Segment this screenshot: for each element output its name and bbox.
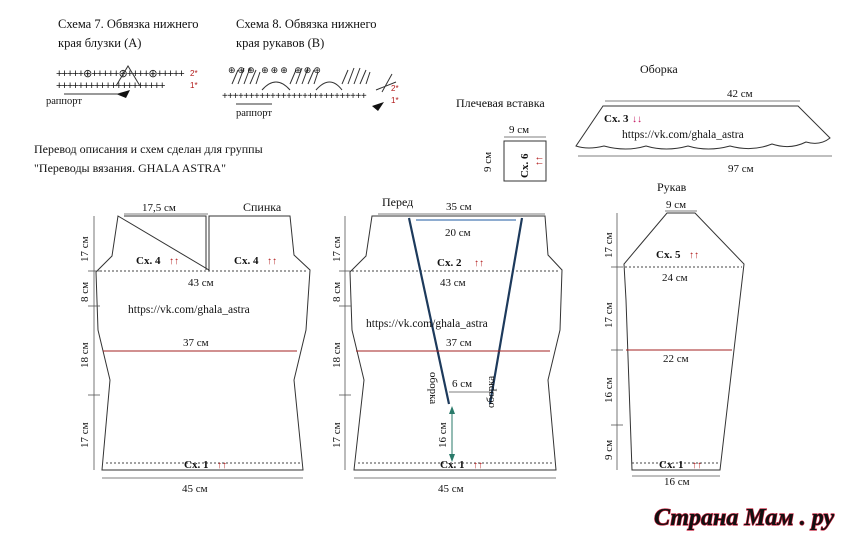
credits-line2: "Переводы вязания. GHALA ASTRA" bbox=[34, 161, 226, 175]
front-top-width: 35 см bbox=[446, 201, 472, 213]
back-right-arrows: ↑↑ bbox=[267, 256, 277, 267]
front-hem-width: 45 см bbox=[438, 483, 464, 495]
front-hem-arrows: ↑↑ bbox=[473, 460, 483, 471]
sleeve-height-1: 17 см bbox=[603, 232, 615, 258]
back-height-2: 8 см bbox=[79, 282, 91, 302]
scheme8-arches bbox=[261, 81, 343, 91]
shoulder-height: 9 см bbox=[482, 152, 494, 172]
sleeve-top-width: 9 см bbox=[666, 199, 686, 211]
front-height-2: 8 см bbox=[331, 282, 343, 302]
front-piece: Перед 35 см 20 см 6 см Сх. 2 ↑↑ 43 см ht… bbox=[331, 195, 563, 495]
front-neck-width: 20 см bbox=[445, 227, 471, 239]
front-ruffle-label-right: оборка bbox=[485, 376, 497, 408]
back-watermark-url: https://vk.com/ghala_astra bbox=[128, 304, 250, 316]
scheme8-end-mark bbox=[375, 73, 397, 93]
sleeve-hem-scheme: Сх. 1 bbox=[659, 459, 683, 471]
scheme8-fans bbox=[231, 67, 371, 85]
site-watermark: Страна Мам . ру bbox=[654, 505, 834, 531]
front-neckline-ruffle bbox=[407, 217, 524, 405]
front-arrows: ↑↑ bbox=[474, 258, 484, 269]
shoulder-insert: Плечевая вставка 9 см 9 см Сх. 6 ↑↑ bbox=[456, 96, 547, 182]
back-right-scheme: Сх. 4 bbox=[234, 255, 259, 267]
back-left-scheme: Сх. 4 bbox=[136, 255, 161, 267]
scheme7-title-line1: Схема 7. Обвязка нижнего bbox=[58, 17, 199, 31]
sleeve-width-2: 22 см bbox=[663, 353, 689, 365]
front-height-4: 17 см bbox=[331, 422, 343, 448]
shoulder-title: Плечевая вставка bbox=[456, 96, 545, 110]
front-height-1: 17 см bbox=[331, 236, 343, 262]
scheme7-row1-stitches: ++++++++++++++++++++ bbox=[56, 80, 165, 92]
front-slit-length: 16 см bbox=[437, 422, 449, 448]
scheme7-row1-label: 1* bbox=[190, 81, 198, 90]
shoulder-insert-square bbox=[503, 140, 547, 182]
shoulder-width: 9 см bbox=[509, 124, 529, 136]
scheme7-picot-mark bbox=[115, 65, 141, 87]
scheme8-arrow-icon bbox=[372, 102, 384, 111]
ruffle-scheme-label: Сх. 3 bbox=[604, 113, 629, 125]
back-piece: Спинка 17,5 см Сх. 4 ↑↑ Сх. 4 ↑↑ 43 см h… bbox=[79, 200, 311, 495]
sleeve-outline bbox=[623, 212, 745, 471]
scheme7-rapport-label: раппорт bbox=[46, 96, 82, 107]
scheme8-row1-stitches: +++++++++++++++++++++++++++ bbox=[222, 91, 367, 102]
back-height-3: 18 см bbox=[79, 342, 91, 368]
shoulder-scheme-label: Сх. 6 bbox=[519, 153, 531, 178]
ruffle-title: Оборка bbox=[640, 62, 678, 76]
back-outline bbox=[95, 215, 311, 471]
sleeve-height-4: 9 см bbox=[603, 440, 615, 460]
front-hem-scheme: Сх. 1 bbox=[440, 459, 464, 471]
sleeve-arrows: ↑↑ bbox=[689, 250, 699, 261]
back-hem-scheme: Сх. 1 bbox=[184, 459, 208, 471]
scheme8-rapport-label: раппорт bbox=[236, 108, 272, 119]
front-slit-arrow-down-icon bbox=[449, 454, 455, 462]
front-chest-width: 43 см bbox=[440, 277, 466, 289]
credits-line1: Перевод описания и схем сделан для групп… bbox=[34, 142, 263, 156]
ruffle-shape bbox=[575, 105, 831, 150]
scheme8-title-line2: края рукавов (В) bbox=[236, 36, 324, 50]
front-slit-arrow-up-icon bbox=[449, 406, 455, 414]
scheme8-row1-label: 1* bbox=[391, 96, 399, 105]
back-height-1: 17 см bbox=[79, 236, 91, 262]
front-title: Перед bbox=[382, 195, 413, 209]
sleeve-hem-arrows: ↑↑ bbox=[692, 460, 702, 471]
sleeve-piece: Рукав 9 см Сх. 5 ↑↑ 24 см 22 см Сх. 1 ↑↑… bbox=[603, 180, 745, 488]
scheme7-row2-label: 2* bbox=[190, 69, 198, 78]
back-hem-arrows: ↑↑ bbox=[217, 460, 227, 471]
sleeve-width-1: 24 см bbox=[662, 272, 688, 284]
ruffle-top-width: 42 см bbox=[727, 88, 753, 100]
back-shoulder-width: 17,5 см bbox=[142, 202, 176, 214]
front-ruffle-label-left: оборка bbox=[427, 372, 439, 404]
back-waist-width: 37 см bbox=[183, 337, 209, 349]
scheme8-row2-stitches: ⊕⊕⊕ ⊕⊕⊕ ⊕⊕⊕ bbox=[228, 65, 323, 75]
front-slit-width: 6 см bbox=[452, 378, 472, 390]
sleeve-height-2: 17 см bbox=[603, 302, 615, 328]
back-left-arrows: ↑↑ bbox=[169, 256, 179, 267]
sleeve-width-3: 16 см bbox=[664, 476, 690, 488]
back-title: Спинка bbox=[243, 200, 282, 214]
sleeve-title: Рукав bbox=[657, 180, 687, 194]
back-hem-width: 45 см bbox=[182, 483, 208, 495]
scheme8-chart: ⊕⊕⊕ ⊕⊕⊕ ⊕⊕⊕ +++++++++++++++++++++++++++ … bbox=[222, 65, 399, 119]
back-height-4: 17 см bbox=[79, 422, 91, 448]
sleeve-height-3: 16 см bbox=[603, 377, 615, 403]
front-height-3: 18 см bbox=[331, 342, 343, 368]
scheme7-arrow-icon bbox=[116, 90, 130, 98]
front-watermark-url: https://vk.com/ghala_astra bbox=[366, 318, 488, 330]
front-outline bbox=[349, 215, 563, 471]
shoulder-arrows: ↑↑ bbox=[534, 156, 545, 166]
sleeve-scheme: Сх. 5 bbox=[656, 249, 681, 261]
ruffle: Оборка 42 см Сх. 3 ↓↓ https://vk.com/gha… bbox=[575, 62, 832, 175]
front-waist-width: 37 см bbox=[446, 337, 472, 349]
ruffle-watermark-url: https://vk.com/ghala_astra bbox=[622, 129, 744, 141]
scheme7-chart: +++++⊕+++++⊕++++⊕+++++ +++++++++++++++++… bbox=[46, 65, 198, 107]
front-scheme: Сх. 2 bbox=[437, 257, 462, 269]
scheme7-row2-stitches: +++++⊕+++++⊕++++⊕+++++ bbox=[56, 68, 184, 80]
ruffle-bottom-width: 97 см bbox=[728, 163, 754, 175]
back-chest-width: 43 см bbox=[188, 277, 214, 289]
scheme8-row2-label: 2* bbox=[391, 84, 399, 93]
scheme7-title-line2: края блузки (А) bbox=[58, 36, 141, 50]
scheme8-title-line1: Схема 8. Обвязка нижнего bbox=[236, 17, 377, 31]
ruffle-arrows: ↓↓ bbox=[632, 114, 642, 125]
